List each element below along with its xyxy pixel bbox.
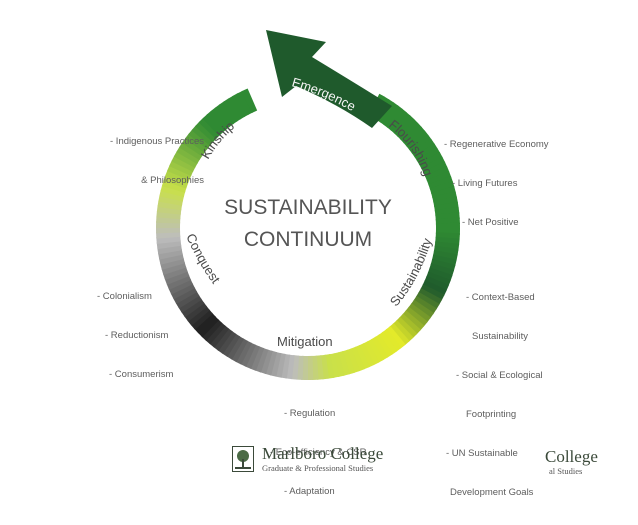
note-line: & Philosophies — [110, 174, 204, 187]
note-line: - Colonialism — [97, 290, 173, 303]
note-line: - UN Sustainable — [446, 447, 543, 460]
tree-logo-icon — [232, 446, 254, 472]
note-line: - Consumerism — [97, 368, 173, 381]
emergence-arrow — [266, 30, 392, 128]
cropped-logo: College al Studies — [545, 448, 605, 480]
note-sustainability: - Context-Based Sustainability - Social … — [446, 265, 543, 525]
marlboro-logo: Marlboro College Graduate & Professional… — [232, 441, 383, 477]
note-line: Sustainability — [446, 330, 543, 343]
note-line: - Context-Based — [446, 291, 543, 304]
note-line: - Regenerative Economy — [444, 138, 549, 151]
note-line: - Reductionism — [97, 329, 173, 342]
note-flourishing: - Regenerative Economy - Living Futures … — [444, 112, 549, 255]
note-line: - Net Positive — [444, 216, 549, 229]
center-title: SUSTAINABILITY CONTINUUM — [224, 196, 392, 251]
ring-segment — [247, 100, 253, 103]
logo-subtitle: Graduate & Professional Studies — [262, 463, 383, 474]
note-line: - Living Futures — [444, 177, 549, 190]
note-line: - Social & Ecological — [446, 369, 543, 382]
diagram-canvas: Emergence Flourishing Sustainability Con… — [0, 0, 638, 493]
center-title-line-2: CONTINUUM — [244, 228, 372, 251]
stage-label-mitigation: Mitigation — [277, 334, 333, 349]
center-title-line-1: SUSTAINABILITY — [224, 196, 392, 219]
logo-name: Marlboro College — [262, 445, 383, 463]
note-kinship: - Indigenous Practices & Philosophies — [110, 109, 204, 213]
note-conquest: - Colonialism - Reductionism - Consumeri… — [97, 264, 173, 407]
cropped-logo-name: College — [545, 448, 605, 466]
note-line: Footprinting — [446, 408, 543, 421]
note-line: - Indigenous Practices — [110, 135, 204, 148]
cropped-logo-subtitle: al Studies — [545, 466, 605, 477]
note-line: - Adaptation — [270, 485, 366, 498]
note-line: - Regulation — [270, 407, 366, 420]
